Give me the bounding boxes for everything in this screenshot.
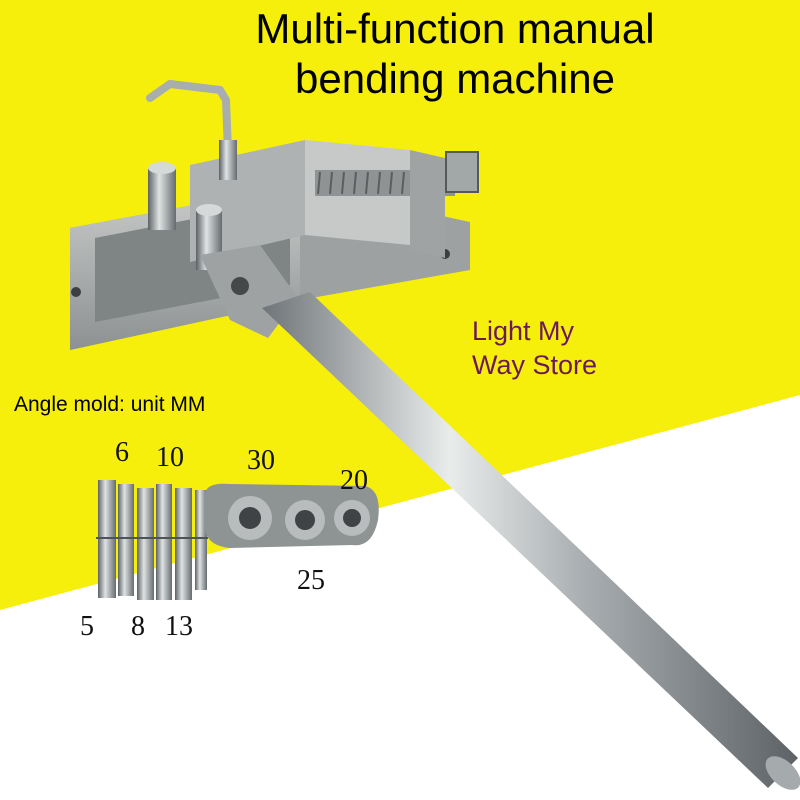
title-line-2: bending machine: [295, 55, 615, 102]
store-watermark: Light My Way Store: [472, 314, 597, 382]
size-label-10: 10: [156, 442, 184, 473]
size-label-8: 8: [131, 611, 145, 642]
size-label-13: 13: [165, 611, 193, 642]
size-label-6: 6: [115, 437, 129, 468]
store-line-2: Way Store: [472, 350, 598, 380]
background-white: [0, 395, 800, 800]
size-label-25: 25: [297, 565, 325, 596]
mold-caption: Angle mold: unit MM: [14, 393, 206, 416]
size-label-5: 5: [80, 611, 94, 642]
mold-pins: [96, 480, 208, 600]
product-title: Multi-function manual bending machine: [150, 4, 760, 104]
size-label-20: 20: [340, 465, 368, 496]
handle-rod: [262, 292, 800, 790]
title-line-1: Multi-function manual: [255, 5, 655, 52]
mold-plate: [205, 483, 379, 548]
store-line-1: Light My: [472, 316, 575, 346]
hook-rod: [146, 80, 232, 156]
size-label-30: 30: [247, 445, 275, 476]
